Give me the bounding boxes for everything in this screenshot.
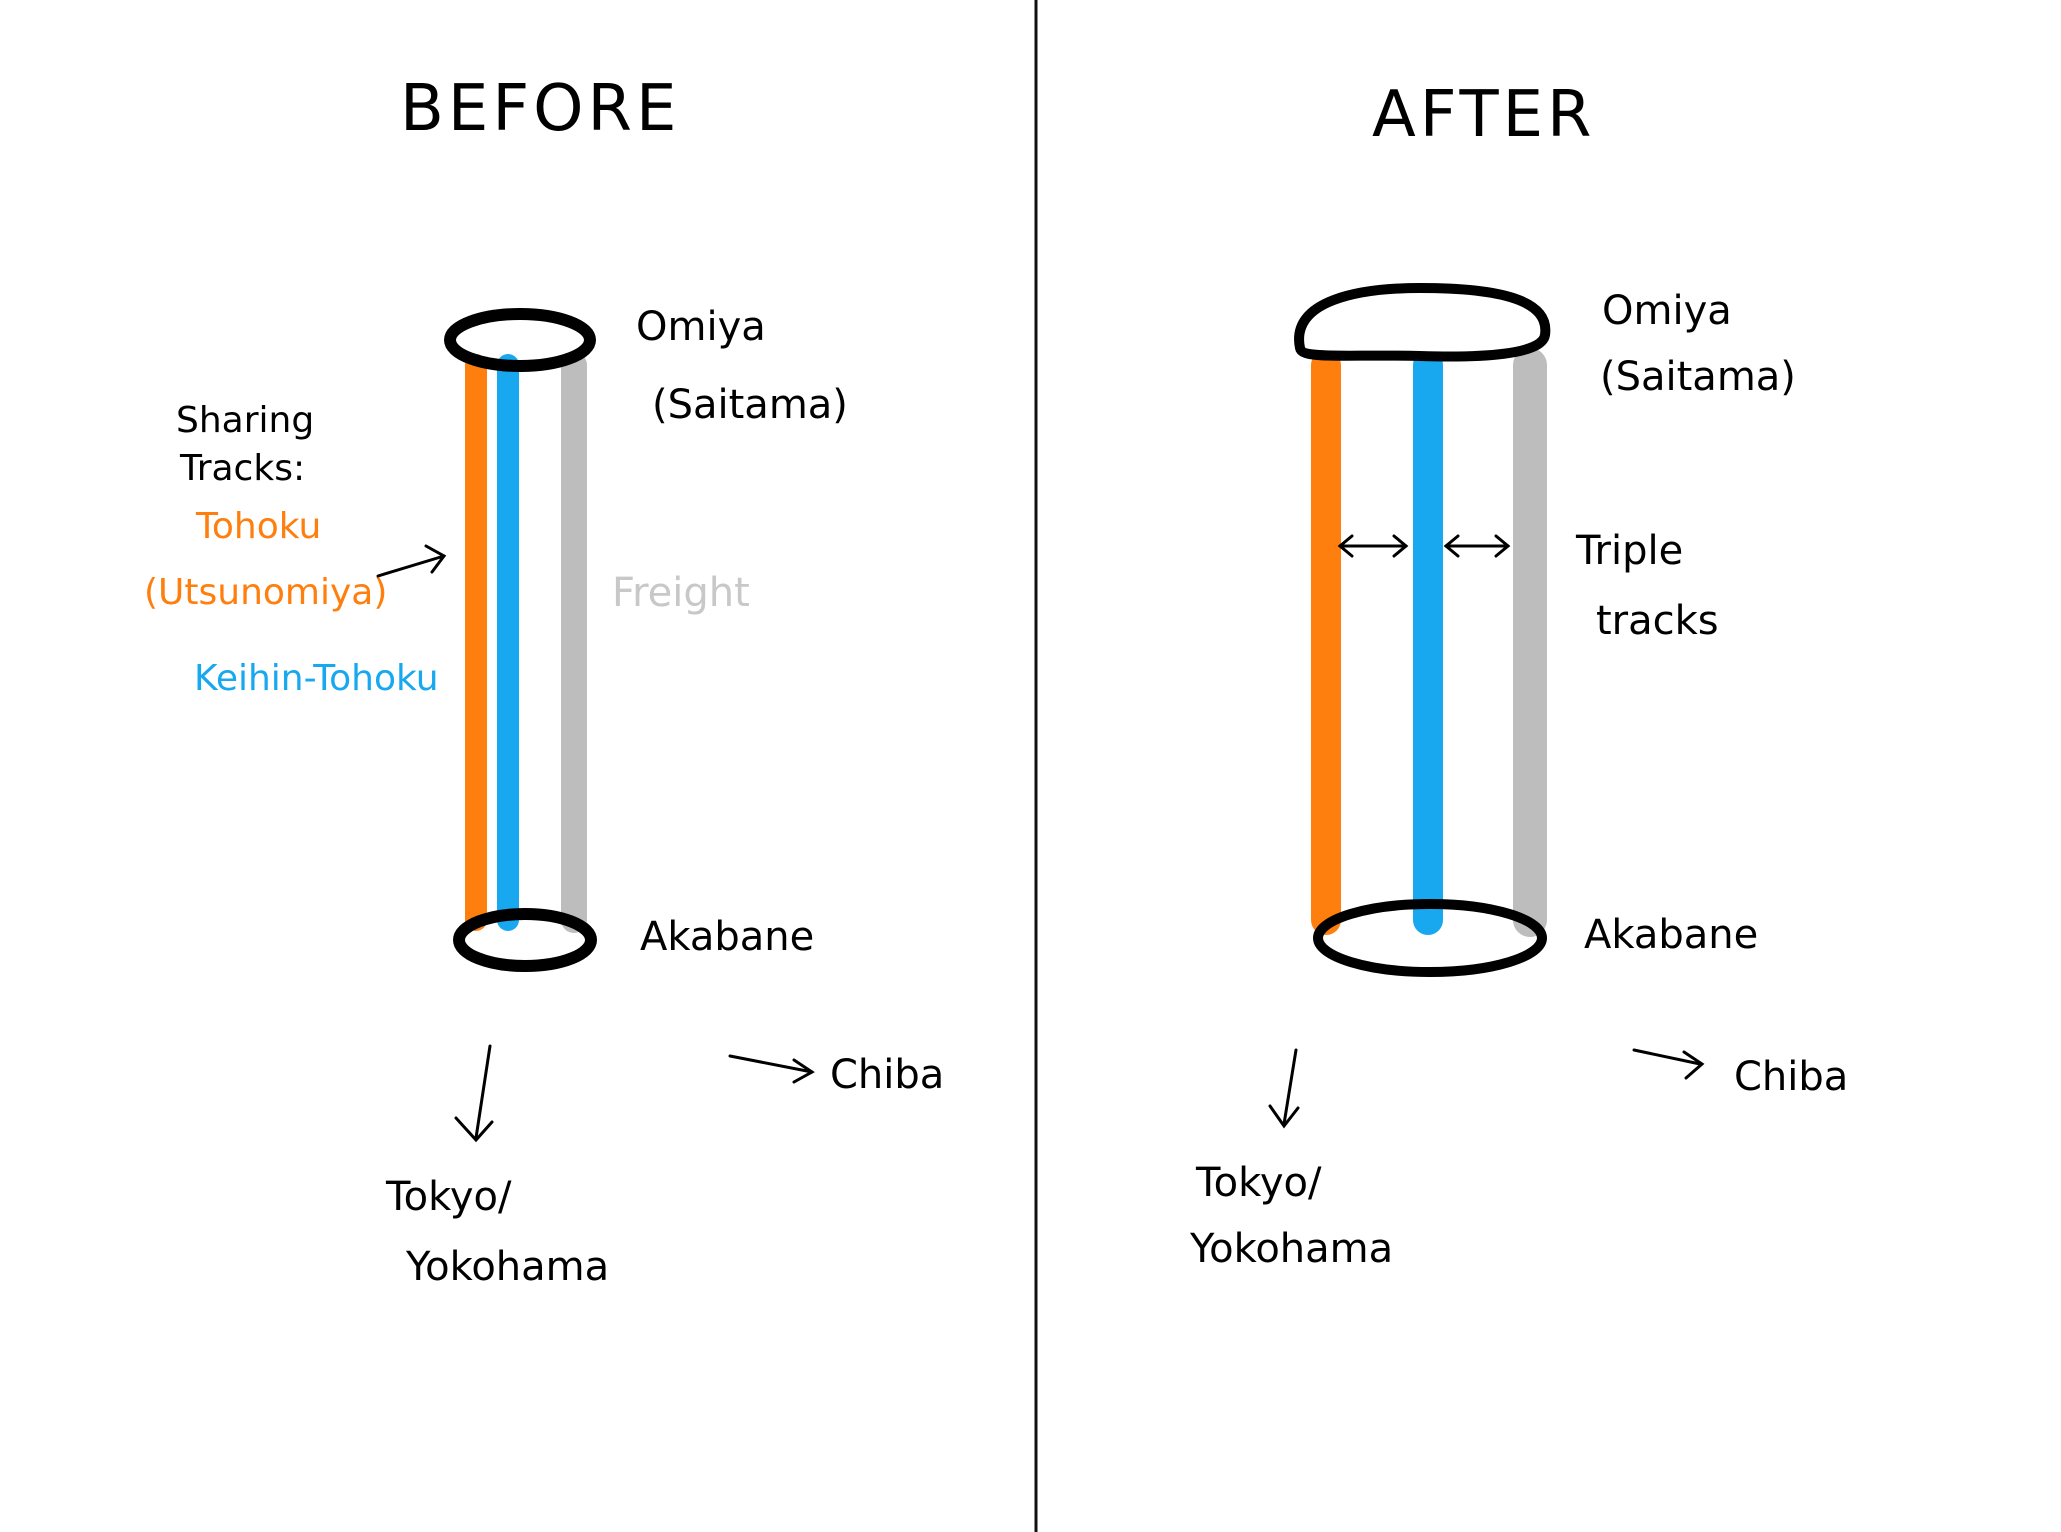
after-chiba-arrow [1632, 1048, 1705, 1080]
after-saitama-label: (Saitama) [1600, 354, 1796, 400]
after-akabane-label: Akabane [1584, 912, 1758, 958]
before-saitama-label: (Saitama) [652, 382, 848, 428]
after-panel: AFTER Omiya (Saitama) Akabane Triple tra… [1189, 78, 1848, 1272]
after-chiba-label: Chiba [1734, 1054, 1848, 1100]
after-omiya-station [1294, 282, 1551, 362]
utsunomiya-label: (Utsunomiya) [144, 572, 387, 613]
before-tokyo-arrow [454, 1044, 494, 1143]
before-omiya-label: Omiya [636, 304, 766, 350]
tohoku-label: Tohoku [195, 506, 321, 547]
freight-label: Freight [612, 570, 750, 616]
before-akabane-station [453, 908, 597, 972]
after-spacing-arrow-left [1337, 534, 1409, 558]
sharing-label-line2: Tracks: [179, 448, 305, 489]
before-title: BEFORE [400, 72, 680, 146]
after-spacing-arrow-right [1443, 534, 1511, 558]
after-yokohama-label: Yokohama [1189, 1226, 1393, 1272]
before-panel: BEFORE Omiya (Saitama) Akabane Sharing T… [144, 72, 944, 1290]
triple-tracks-label-line1: Triple [1575, 528, 1683, 574]
after-omiya-label: Omiya [1602, 288, 1732, 334]
sharing-pointer-arrow [376, 544, 447, 578]
before-omiya-station [444, 308, 596, 372]
sharing-label-line1: Sharing [176, 400, 314, 441]
triple-tracks-label-line2: tracks [1596, 598, 1719, 644]
after-tokyo-label: Tokyo/ [1195, 1160, 1322, 1206]
before-yokohama-label: Yokohama [405, 1244, 609, 1290]
before-akabane-label: Akabane [640, 914, 814, 960]
before-tokyo-label: Tokyo/ [385, 1174, 512, 1220]
before-chiba-label: Chiba [830, 1052, 944, 1098]
keihin-tohoku-label: Keihin-Tohoku [194, 658, 439, 699]
after-tokyo-arrow [1268, 1048, 1300, 1129]
before-chiba-arrow [728, 1054, 815, 1084]
after-title: AFTER [1372, 78, 1595, 152]
after-akabane-station [1313, 899, 1547, 977]
